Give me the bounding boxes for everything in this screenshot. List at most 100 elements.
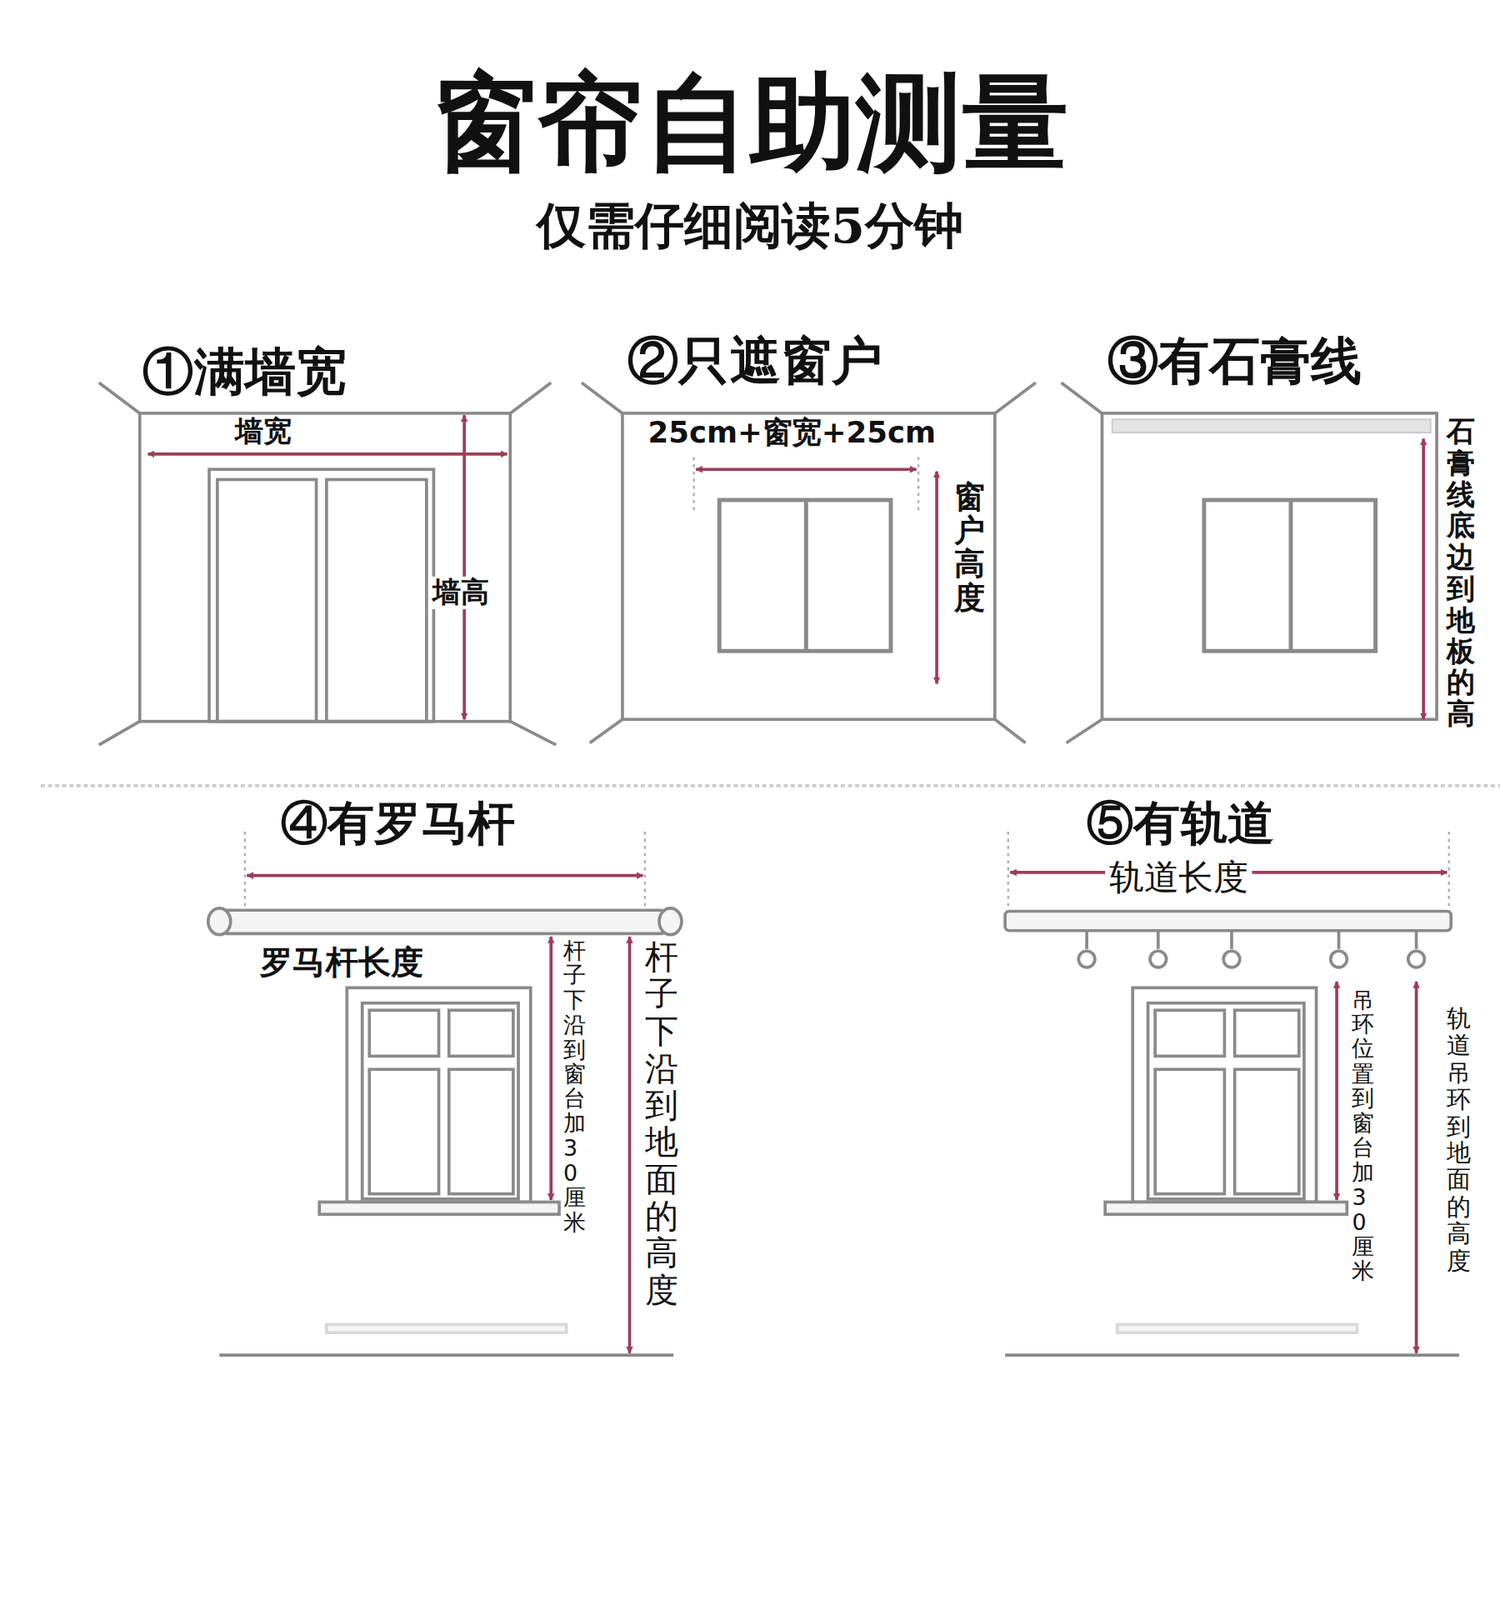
track-ring [1223, 950, 1240, 968]
title: 窗帘自助测量 [0, 53, 1500, 196]
dimension-arrow [695, 467, 916, 471]
track-ring [1408, 950, 1425, 968]
door [209, 469, 434, 721]
track-window [1132, 987, 1316, 1202]
dimension-label: 轨道长度 [1105, 857, 1252, 898]
room-outline [622, 413, 995, 720]
measure-panel: ⑤有轨道轨道长度吊环位置到窗台加30厘米 轨道吊环到地面的高度 [995, 795, 1497, 1370]
separator [40, 785, 1500, 786]
room-outline [590, 719, 623, 743]
track-ring [1330, 950, 1348, 968]
track-window [1235, 1010, 1300, 1056]
window [1289, 500, 1294, 651]
room-outline [995, 382, 1036, 414]
track-window [1117, 1324, 1358, 1333]
gypsum-line [1112, 419, 1431, 433]
dimension-label: 25cm+窗宽+25cm [648, 416, 936, 451]
panel-heading: ④有罗马杆 [280, 795, 516, 850]
room-outline [581, 382, 623, 414]
window [719, 500, 1375, 651]
dimension-arrow [549, 936, 553, 1200]
track-window [1155, 1010, 1225, 1056]
roman-window [346, 987, 530, 1202]
extension-line [1448, 831, 1450, 914]
extension-line [244, 831, 246, 914]
track-ring [1078, 930, 1425, 968]
roman-window [219, 1353, 674, 1357]
roman-window [319, 1201, 560, 1215]
gypsum-line [1112, 419, 1431, 433]
panel-heading: ③有石膏线 [1107, 331, 1363, 390]
dimension-arrow [1415, 981, 1419, 1354]
dimension-label: 吊环位置到窗台加30厘米 [1351, 987, 1375, 1284]
track-ring [1085, 930, 1089, 950]
window [804, 500, 809, 651]
room-outline [99, 721, 140, 745]
dimension-label: 墙高 [428, 576, 494, 610]
panel-heading: ②只遮窗户 [627, 331, 883, 390]
dimension-arrow [246, 874, 643, 878]
track-window [1155, 1069, 1225, 1194]
door [217, 480, 317, 722]
dimension-arrow [1421, 439, 1425, 720]
roman-window [369, 1010, 439, 1056]
extension-line [917, 457, 920, 511]
extension-line [692, 457, 695, 511]
room-outline [1066, 719, 1103, 743]
room-outline [995, 719, 1026, 743]
panel-heading: ⑤有轨道 [1086, 795, 1275, 850]
dimension-label: 窗户高度 [954, 480, 985, 615]
dimension-label: 轨道吊环到地面的高度 [1446, 1005, 1471, 1275]
room-outline [99, 382, 1437, 745]
track-ring [1415, 930, 1419, 950]
dimension-label: 罗马杆长度 [260, 944, 424, 982]
roman-window [362, 1003, 519, 1200]
dimension-arrow [148, 415, 1448, 1353]
roman-rod [659, 908, 682, 935]
dimension-label: 墙宽 [235, 415, 293, 448]
measure-panel: ②只遮窗户 25cm+窗宽+25cm 窗户高度 [576, 326, 1044, 747]
dimension-label: 杆子下沿到窗台加30厘米 [563, 939, 586, 1235]
track-ring [1230, 930, 1234, 950]
measure-panel: ④有罗马杆罗马杆长度 杆子下沿到窗台加30厘米 杆子下沿到地面的高度 [204, 795, 686, 1370]
curtain-track [1005, 910, 1451, 930]
dimension-arrow [462, 415, 466, 720]
roman-window [326, 1324, 567, 1333]
room-outline [1101, 413, 1437, 720]
track-window [1105, 1201, 1347, 1215]
extension-line [245, 457, 1450, 914]
track-ring [1337, 930, 1341, 950]
extension-line [1007, 831, 1010, 914]
panel-heading: ①满墙宽 [142, 341, 347, 400]
track-window [1235, 1069, 1300, 1194]
measure-panel: ③有石膏线石膏线底边到地板的高 [1060, 326, 1500, 768]
room-outline [510, 382, 551, 414]
dimension-arrow [1335, 981, 1339, 1200]
curtain-track [1005, 910, 1451, 930]
track-window [1005, 987, 1460, 1355]
dimension-label: 杆子下沿到地面的高度 [645, 939, 679, 1310]
room-outline [99, 382, 140, 414]
roman-window [449, 1010, 514, 1056]
room-outline [1060, 382, 1102, 414]
subtitle: 仅需仔细阅读5分钟 [0, 194, 1500, 260]
roman-rod [208, 908, 231, 935]
dimension-arrow [935, 471, 939, 685]
roman-window [449, 1069, 514, 1194]
dimension-arrow [148, 452, 508, 456]
extension-line [644, 831, 646, 914]
door [326, 480, 427, 722]
window [1204, 500, 1376, 651]
roman-rod [222, 910, 665, 934]
room-outline [510, 721, 556, 745]
roman-window [369, 1069, 439, 1194]
dimension-arrow [628, 936, 632, 1354]
separator [40, 784, 1500, 788]
track-ring [1078, 950, 1095, 968]
track-window [1005, 1353, 1460, 1357]
track-ring [1150, 950, 1167, 968]
window [719, 500, 891, 651]
roman-window [219, 987, 674, 1355]
track-ring [1156, 930, 1160, 950]
